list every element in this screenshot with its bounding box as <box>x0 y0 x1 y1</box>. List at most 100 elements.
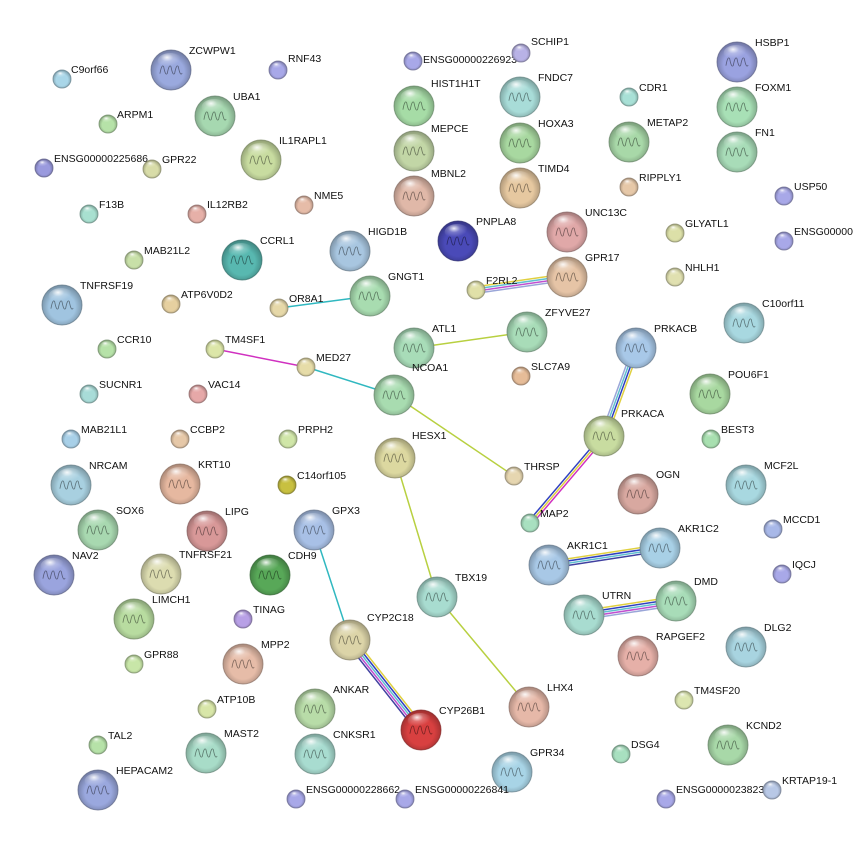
node-ensg00000[interactable]: ENSG00000 <box>774 226 853 251</box>
node-ankar[interactable]: ANKAR <box>294 684 370 730</box>
node-best3[interactable]: BEST3 <box>701 424 754 449</box>
node-prkacb[interactable]: PRKACB <box>615 323 697 369</box>
node-usp50[interactable]: USP50 <box>774 181 827 206</box>
node-c9orf66[interactable]: C9orf66 <box>52 64 109 89</box>
node-limch1[interactable]: LIMCH1 <box>113 594 191 640</box>
node-prkaca[interactable]: PRKACA <box>583 408 664 457</box>
node-nhlh1[interactable]: NHLH1 <box>665 262 720 287</box>
node-hesx1[interactable]: HESX1 <box>374 430 447 479</box>
node-tinag[interactable]: TINAG <box>233 604 285 629</box>
node-mast2[interactable]: MAST2 <box>185 728 259 774</box>
node-map2[interactable]: MAP2 <box>520 508 569 533</box>
node-gpr34[interactable]: GPR34 <box>491 747 565 793</box>
node-hoxa3[interactable]: HOXA3 <box>499 118 574 164</box>
node-ogn[interactable]: OGN <box>617 469 680 515</box>
node-higd1b[interactable]: HIGD1B <box>329 226 407 272</box>
node-metap2[interactable]: METAP2 <box>608 117 688 163</box>
node-vac14[interactable]: VAC14 <box>188 379 241 404</box>
node-ccr10[interactable]: CCR10 <box>97 334 152 359</box>
node-hepacam2[interactable]: HEPACAM2 <box>77 765 173 811</box>
node-hist1h1t[interactable]: HIST1H1T <box>393 78 481 127</box>
node-unc13c[interactable]: UNC13C <box>546 207 627 253</box>
node-atl1[interactable]: ATL1 <box>393 323 456 369</box>
node-arpm1[interactable]: ARPM1 <box>98 109 153 134</box>
node-akr1c2[interactable]: AKR1C2 <box>639 523 719 569</box>
node-tm4sf20[interactable]: TM4SF20 <box>674 685 740 710</box>
node-sucnr1[interactable]: SUCNR1 <box>79 379 142 404</box>
node-rapgef2[interactable]: RAPGEF2 <box>617 631 705 677</box>
node-tnfrsf21[interactable]: TNFRSF21 <box>140 549 232 595</box>
node-foxm1[interactable]: FOXM1 <box>716 82 791 128</box>
node-mab21l1[interactable]: MAB21L1 <box>61 424 127 449</box>
node-kcnd2[interactable]: KCND2 <box>707 720 782 766</box>
node-uba1[interactable]: UBA1 <box>194 91 261 137</box>
node-med27[interactable]: MED27 <box>296 352 351 377</box>
node-cdr1[interactable]: CDR1 <box>619 82 668 107</box>
node-cyp2c18[interactable]: CYP2C18 <box>329 612 414 661</box>
node-zcwpw1[interactable]: ZCWPW1 <box>150 45 236 91</box>
node-zfyve27[interactable]: ZFYVE27 <box>506 307 591 353</box>
node-nrcam[interactable]: NRCAM <box>50 460 128 506</box>
node-c10orf11[interactable]: C10orf11 <box>723 298 805 344</box>
node-il12rb2[interactable]: IL12RB2 <box>187 199 248 224</box>
edge-tm4sf1-med27[interactable] <box>214 348 307 368</box>
node-schip1[interactable]: SCHIP1 <box>511 36 569 63</box>
node-thrsp[interactable]: THRSP <box>504 461 560 486</box>
node-prph2[interactable]: PRPH2 <box>278 424 333 449</box>
node-dlg2[interactable]: DLG2 <box>725 622 792 668</box>
node-cyp26b1[interactable]: CYP26B1 <box>400 705 485 751</box>
node-atp6v0d2[interactable]: ATP6V0D2 <box>161 289 233 314</box>
node-gpr22[interactable]: GPR22 <box>142 154 197 179</box>
node-ensg00000226841[interactable]: ENSG00000226841 <box>395 784 509 809</box>
node-tal2[interactable]: TAL2 <box>88 730 132 755</box>
node-glyatl1[interactable]: GLYATL1 <box>665 218 729 243</box>
node-ccbp2[interactable]: CCBP2 <box>170 424 225 449</box>
node-hsbp1[interactable]: HSBP1 <box>716 37 790 83</box>
node-c14orf105[interactable]: C14orf105 <box>277 470 346 495</box>
node-or8a1[interactable]: OR8A1 <box>269 293 324 318</box>
node-fn1[interactable]: FN1 <box>716 127 775 173</box>
node-mccd1[interactable]: MCCD1 <box>763 514 820 539</box>
edge-hesx1-tbx19[interactable] <box>394 457 438 598</box>
node-nme5[interactable]: NME5 <box>294 190 343 215</box>
node-gpr17[interactable]: GPR17 <box>546 252 620 298</box>
node-il1rapl1[interactable]: IL1RAPL1 <box>240 135 327 181</box>
node-ripply1[interactable]: RIPPLY1 <box>619 172 682 197</box>
node-gngt1[interactable]: GNGT1 <box>349 271 424 317</box>
edge-tbx19-lhx4[interactable] <box>436 596 530 708</box>
node-gpr88[interactable]: GPR88 <box>124 649 179 674</box>
node-ncoa1[interactable]: NCOA1 <box>373 362 448 416</box>
node-tbx19[interactable]: TBX19 <box>416 572 487 618</box>
node-lipg[interactable]: LIPG <box>186 506 249 552</box>
node-iqcj[interactable]: IQCJ <box>772 559 816 584</box>
node-mpp2[interactable]: MPP2 <box>222 639 290 685</box>
node-ensg00000225686[interactable]: ENSG00000225686 <box>34 153 148 178</box>
node-pnpla8[interactable]: PNPLA8 <box>437 216 516 262</box>
node-slc7a9[interactable]: SLC7A9 <box>511 361 570 386</box>
node-lhx4[interactable]: LHX4 <box>508 682 573 728</box>
node-cdh9[interactable]: CDH9 <box>249 550 317 596</box>
node-ensg00000226923[interactable]: ENSG00000226923 <box>403 51 517 71</box>
node-f2rl2[interactable]: F2RL2 <box>466 275 518 300</box>
node-pou6f1[interactable]: POU6F1 <box>689 369 769 415</box>
node-akr1c1[interactable]: AKR1C1 <box>528 540 608 586</box>
node-f13b[interactable]: F13B <box>79 199 124 224</box>
node-sox6[interactable]: SOX6 <box>77 505 144 551</box>
node-dmd[interactable]: DMD <box>655 576 718 622</box>
node-gpx3[interactable]: GPX3 <box>293 505 360 551</box>
node-tm4sf1[interactable]: TM4SF1 <box>205 334 265 359</box>
node-atp10b[interactable]: ATP10B <box>197 694 255 719</box>
edge-ncoa1-thrsp[interactable] <box>393 394 515 477</box>
node-fndc7[interactable]: FNDC7 <box>499 72 573 118</box>
node-nav2[interactable]: NAV2 <box>33 550 99 596</box>
node-utrn[interactable]: UTRN <box>563 590 631 636</box>
node-ensg00000238238[interactable]: ENSG00000238238 <box>656 784 770 809</box>
node-rnf43[interactable]: RNF43 <box>268 53 321 80</box>
node-krt10[interactable]: KRT10 <box>159 459 231 505</box>
node-ccrl1[interactable]: CCRL1 <box>221 235 295 281</box>
node-dsg4[interactable]: DSG4 <box>611 739 660 764</box>
node-timd4[interactable]: TIMD4 <box>499 163 570 209</box>
node-cnksr1[interactable]: CNKSR1 <box>294 729 376 775</box>
node-krtap19-1[interactable]: KRTAP19-1 <box>762 775 837 800</box>
node-tnfrsf19[interactable]: TNFRSF19 <box>41 280 133 326</box>
